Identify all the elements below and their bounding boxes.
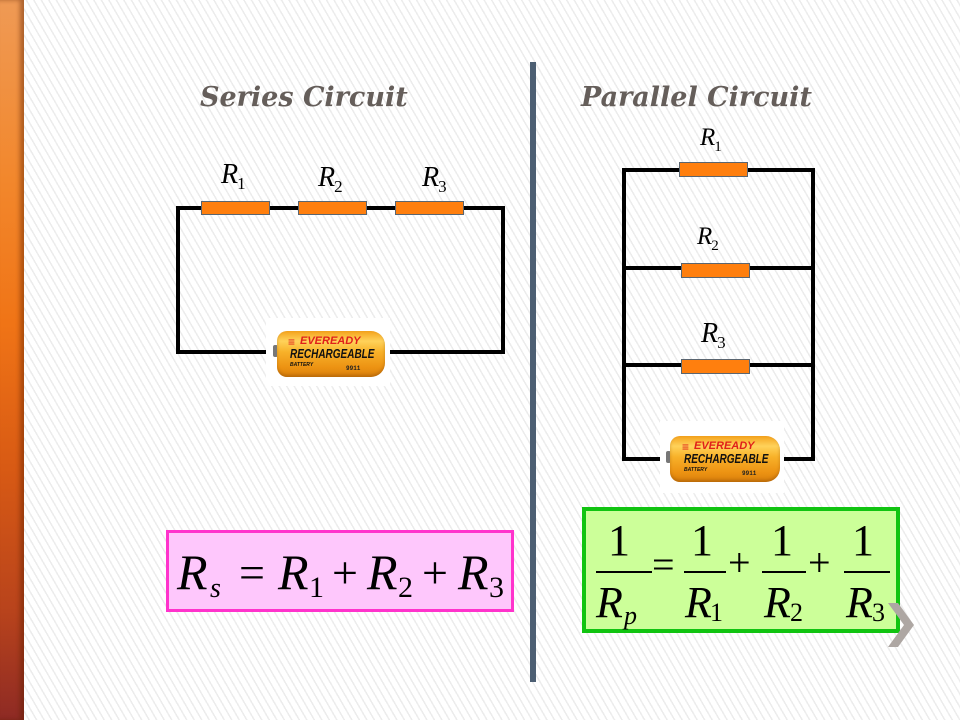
- battery-body: [277, 331, 385, 377]
- formula-term-3-fraction-bar: [844, 571, 890, 573]
- battery-code: 9911: [742, 470, 757, 477]
- battery-logo-icon: ≡: [288, 335, 296, 349]
- parallel-resistor-3: [681, 359, 750, 374]
- formula-term-2-numerator: 1: [771, 516, 793, 565]
- parallel-circuit-title: Parallel Circuit: [581, 82, 812, 113]
- battery-body: [670, 436, 780, 482]
- formula-rs-subscript: s: [210, 573, 221, 604]
- formula-r1-subscript: 1: [710, 598, 723, 627]
- formula-lhs-fraction-bar: [596, 571, 652, 573]
- formula-equals: =: [652, 542, 675, 587]
- formula-r2-subscript: 2: [790, 598, 803, 627]
- formula-rs-symbol: R: [177, 544, 208, 600]
- battery-terminal: [666, 451, 671, 463]
- formula-r3-subscript: 3: [489, 571, 504, 604]
- formula-r3-symbol: R: [458, 544, 489, 600]
- formula-r3-symbol: R: [846, 578, 873, 627]
- battery-terminal: [273, 345, 278, 357]
- formula-plus-2: +: [808, 540, 831, 585]
- formula-r1-subscript: 1: [309, 571, 324, 604]
- series-left-wire: [176, 206, 180, 354]
- series-resistor-2-label: R2: [318, 162, 343, 196]
- formula-r3-subscript: 3: [872, 598, 885, 627]
- parallel-resistor-1: [679, 162, 748, 177]
- parallel-formula-box: 1 R p = 1 R 1 + 1 R 2 + 1 R 3: [582, 507, 900, 633]
- formula-r1-symbol: R: [278, 544, 309, 600]
- formula-term-1-fraction-bar: [684, 571, 726, 573]
- parallel-resistor-2-label: R2: [697, 223, 719, 254]
- series-resistor-2: [298, 201, 367, 215]
- series-battery: ≡ EVEREADY RECHARGEABLE BATTERY 9911: [266, 318, 390, 386]
- battery-type: RECHARGEABLE: [684, 452, 769, 467]
- parallel-battery: ≡ EVEREADY RECHARGEABLE BATTERY 9911: [660, 421, 784, 493]
- battery-brand: EVEREADY: [694, 440, 755, 452]
- battery-code: 9911: [346, 365, 361, 372]
- series-right-wire: [501, 206, 505, 354]
- parallel-right-wire: [811, 168, 815, 461]
- battery-subtitle: BATTERY: [290, 362, 314, 368]
- series-resistor-3-label: R3: [422, 162, 447, 196]
- series-resistor-3: [395, 201, 464, 215]
- formula-plus-1: +: [728, 540, 751, 585]
- series-resistor-1-label: R1: [221, 159, 246, 193]
- formula-r2-subscript: 2: [398, 571, 413, 604]
- formula-rp-symbol: R: [596, 578, 623, 627]
- series-circuit-title: Series Circuit: [200, 82, 408, 113]
- formula-term-2-fraction-bar: [762, 571, 806, 573]
- formula-plus-2: +: [422, 547, 448, 598]
- battery-type: RECHARGEABLE: [290, 347, 375, 362]
- chevron-right-icon[interactable]: [888, 603, 914, 647]
- formula-equals: =: [239, 547, 265, 598]
- formula-lhs-numerator: 1: [608, 516, 630, 565]
- accent-side-bar: [0, 0, 24, 720]
- parallel-resistor-2: [681, 263, 750, 278]
- parallel-bottom-left-wire: [622, 457, 667, 461]
- formula-r2-symbol: R: [764, 578, 791, 627]
- parallel-resistor-1-label: R1: [700, 124, 722, 155]
- section-divider: [530, 62, 536, 682]
- series-bottom-right-wire: [384, 350, 505, 354]
- parallel-bottom-right-wire: [778, 457, 815, 461]
- series-bottom-left-wire: [176, 350, 276, 354]
- formula-plus-1: +: [332, 547, 358, 598]
- formula-term-1-numerator: 1: [691, 516, 713, 565]
- series-formula-box: R s = R 1 + R 2 + R 3: [166, 530, 514, 612]
- series-resistor-1: [201, 201, 270, 215]
- battery-logo-icon: ≡: [682, 440, 690, 454]
- formula-r1-symbol: R: [685, 578, 712, 627]
- parallel-resistor-3-label: R3: [701, 318, 726, 352]
- formula-rp-subscript: p: [624, 601, 637, 630]
- parallel-left-wire: [622, 168, 626, 461]
- formula-term-3-numerator: 1: [852, 516, 874, 565]
- battery-brand: EVEREADY: [300, 335, 361, 347]
- formula-r2-symbol: R: [367, 544, 398, 600]
- battery-subtitle: BATTERY: [684, 467, 708, 473]
